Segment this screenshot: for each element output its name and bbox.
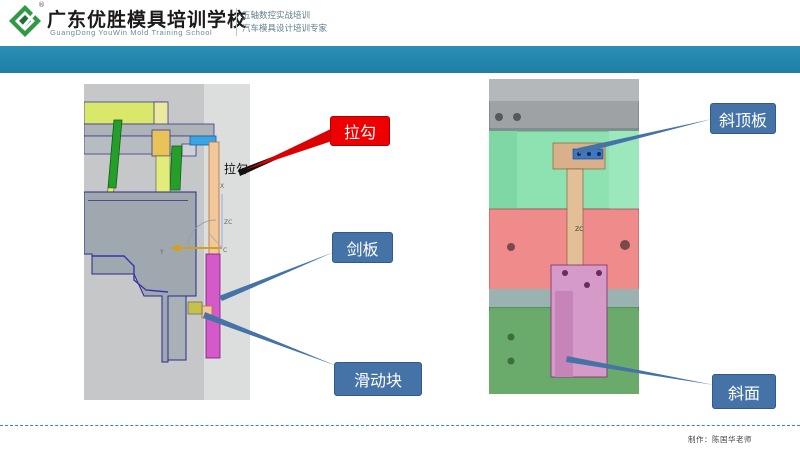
axis-label-y: Y	[159, 249, 164, 256]
right-cad-view: ZC	[489, 79, 639, 394]
right-axis-label: ZC	[575, 226, 583, 233]
school-name-cn: 广东优胜模具培训学校	[47, 9, 248, 31]
axis-label-z: ZC	[224, 219, 232, 226]
callout-huadongkuai: 滑动块	[334, 362, 422, 396]
title-bar	[0, 46, 800, 73]
slogan-line-2: 汽车模具设计培训专家	[242, 24, 328, 34]
header-divider	[236, 8, 237, 36]
axis-label-x: X	[220, 183, 224, 190]
axis-label-c: C	[223, 247, 227, 254]
right-cad-drawing: ZC	[489, 79, 639, 394]
left-cad-view: X ZC Y C 拉勾	[84, 84, 250, 400]
footer-divider	[0, 425, 800, 426]
slogan-line-1: 五轴数控实战培训	[242, 11, 311, 21]
registered-mark: ®	[38, 1, 45, 9]
callout-lagou: 拉勾	[330, 116, 390, 146]
callout-xiemian: 斜面	[712, 374, 776, 409]
school-name-en: GuangDong YouWin Mold Training School	[50, 28, 213, 37]
left-cad-drawing: X ZC Y C 拉勾	[84, 84, 250, 400]
school-logo-icon	[9, 5, 41, 37]
callout-jianban: 剑板	[332, 232, 393, 263]
author-credit: 制作：陈国华老师	[688, 435, 752, 444]
inner-label-lagou: 拉勾	[224, 161, 248, 176]
callout-xiedingban: 斜顶板	[710, 103, 776, 134]
